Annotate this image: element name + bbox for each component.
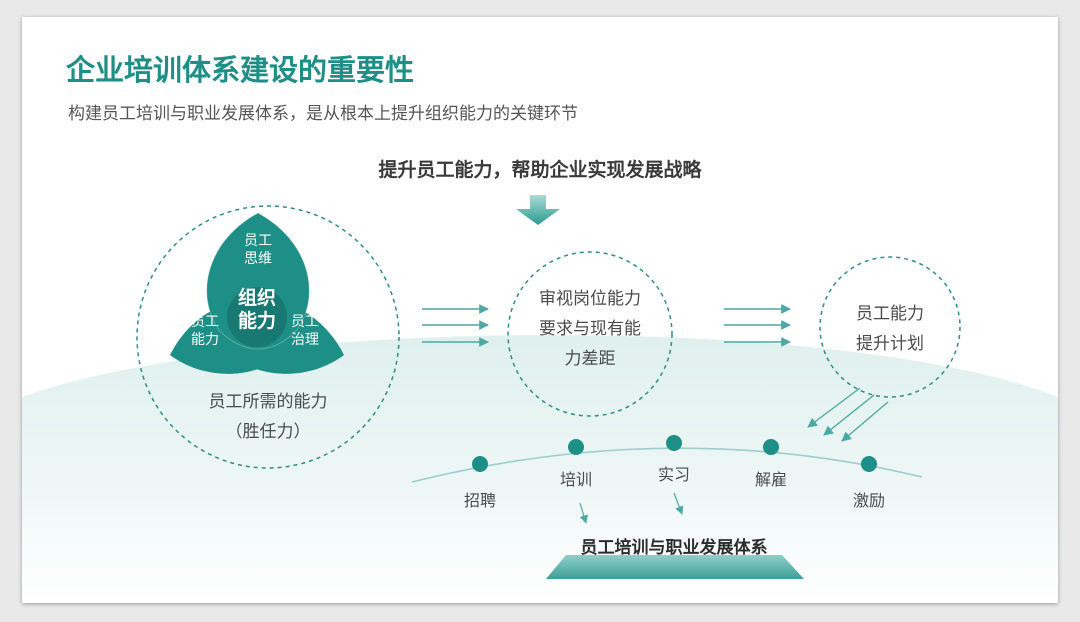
slide: 企业培训体系建设的重要性 构建员工培训与职业发展体系，是从根本上提升组织能力的关… bbox=[22, 17, 1058, 603]
gap-label: 审视岗位能力 要求与现有能 力差距 bbox=[520, 284, 660, 374]
petal-top-label: 员工 思维 bbox=[236, 232, 280, 268]
petal-left-label: 员工 能力 bbox=[183, 313, 227, 349]
gap-line-1: 审视岗位能力 bbox=[539, 289, 641, 309]
petal-left-line-2: 能力 bbox=[191, 332, 219, 348]
stage-label-incentive: 激励 bbox=[852, 491, 885, 510]
stage-dot-2 bbox=[568, 439, 584, 455]
stage-dot-4 bbox=[763, 439, 779, 455]
petal-right-line-1: 员工 bbox=[291, 314, 319, 330]
petal-left-line-1: 员工 bbox=[191, 314, 219, 330]
petal-top-gap bbox=[206, 212, 310, 350]
stage-down-arrows bbox=[579, 492, 684, 524]
venn-center-line-1: 组织 bbox=[237, 287, 276, 309]
plan-line-2: 提升计划 bbox=[856, 334, 924, 354]
plan-line-1: 员工能力 bbox=[856, 304, 924, 324]
competency-circle bbox=[136, 205, 400, 469]
page-subtitle: 构建员工培训与职业发展体系，是从根本上提升组织能力的关键环节 bbox=[68, 104, 578, 124]
plan-label: 员工能力 提升计划 bbox=[830, 299, 950, 359]
competency-caption-line-2: （胜任力） bbox=[225, 422, 311, 442]
goal-text: 提升员工能力，帮助企业实现发展战略 bbox=[378, 159, 702, 181]
stage-label-internship: 实习 bbox=[657, 465, 690, 484]
stage-dot-3 bbox=[666, 435, 682, 451]
stage-dot-1 bbox=[472, 456, 488, 472]
base-bar bbox=[546, 555, 804, 579]
stage-dot-5 bbox=[861, 456, 877, 472]
stage-label-dismissal: 解雇 bbox=[754, 470, 787, 489]
diagram-graphics bbox=[22, 195, 1058, 603]
plan-circle bbox=[819, 256, 961, 398]
petal-top-line-2: 思维 bbox=[244, 251, 272, 267]
petal-right-label: 员工 治理 bbox=[283, 313, 327, 349]
arrows-gap-to-plan bbox=[724, 304, 791, 347]
competency-caption: 员工所需的能力 （胜任力） bbox=[168, 387, 368, 447]
gap-line-3: 力差距 bbox=[564, 349, 616, 369]
petal-right-line-2: 治理 bbox=[291, 332, 319, 348]
gap-line-2: 要求与现有能 bbox=[539, 319, 641, 339]
arrows-competency-to-gap bbox=[422, 304, 489, 347]
venn-center-label: 组织 能力 bbox=[227, 287, 287, 333]
petal-top-line-1: 员工 bbox=[244, 233, 272, 249]
stage-label-recruit: 招聘 bbox=[463, 491, 496, 510]
stage-label-training: 培训 bbox=[559, 470, 592, 489]
arrows-plan-to-stages bbox=[807, 387, 889, 442]
venn-center-line-2: 能力 bbox=[237, 310, 276, 332]
background-dome bbox=[22, 335, 1058, 603]
venn-center bbox=[227, 287, 287, 347]
base-label: 员工培训与职业发展体系 bbox=[580, 538, 768, 558]
page-title: 企业培训体系建设的重要性 bbox=[66, 53, 415, 87]
competency-caption-line-1: 员工所需的能力 bbox=[208, 392, 328, 412]
gap-circle bbox=[507, 251, 673, 417]
goal-down-arrow bbox=[516, 195, 560, 225]
